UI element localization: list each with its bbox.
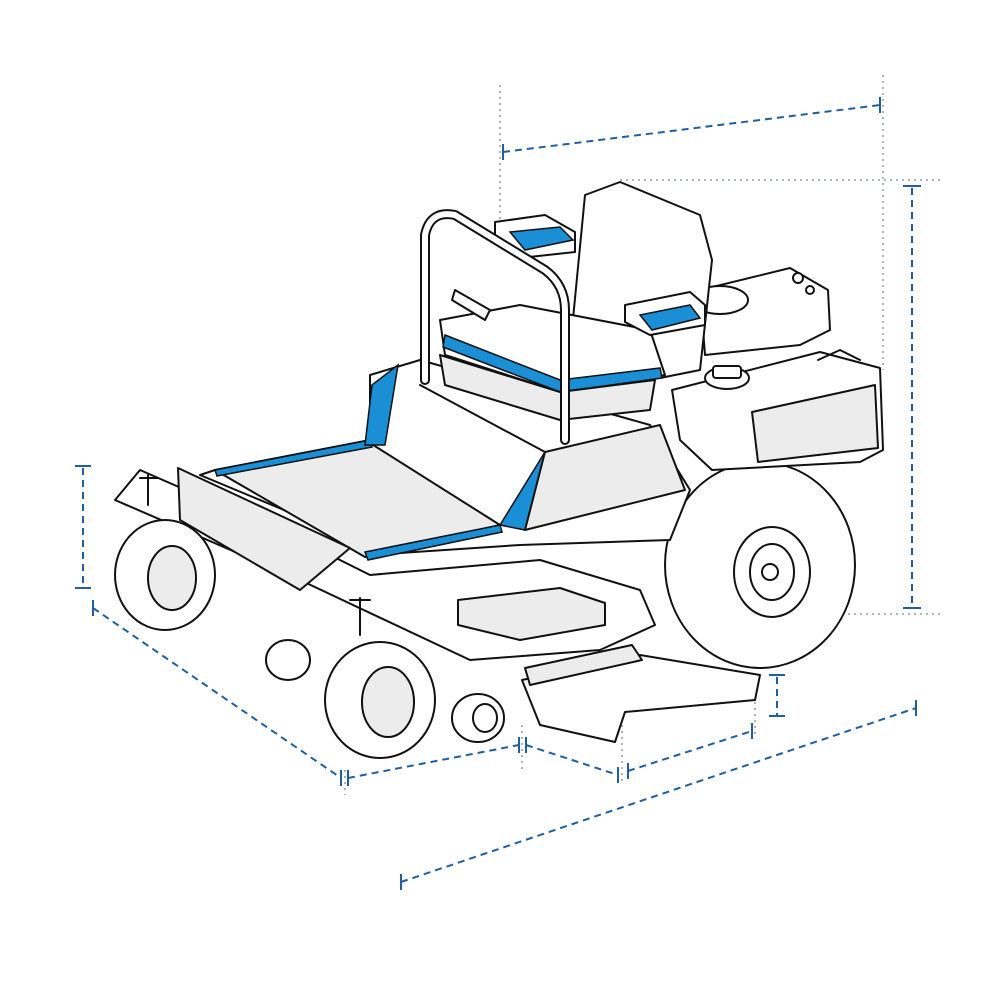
front-left-caster <box>114 474 216 631</box>
fuel-tank <box>671 349 884 471</box>
dimension-footrest-height <box>769 674 785 717</box>
dimension-footrest-width <box>627 723 753 779</box>
front-right-caster <box>324 597 436 759</box>
dimension-front-side-length <box>92 600 342 786</box>
dimension-front-deck-width <box>347 737 520 786</box>
dimension-footrest-depth <box>525 737 619 783</box>
guide-lines <box>344 75 940 795</box>
seat <box>439 181 713 421</box>
mower-deck <box>114 467 656 661</box>
rollover-bar <box>420 209 570 445</box>
mower <box>114 181 884 759</box>
dimension-front-caster-height <box>75 465 91 589</box>
dimension-overall-length <box>400 700 917 890</box>
dimension-overall-width-top <box>502 97 881 160</box>
engine-housing <box>691 267 831 356</box>
front-roller <box>265 639 505 743</box>
rear-wheel <box>664 461 856 669</box>
footrest <box>521 644 761 743</box>
dimension-lines <box>75 97 921 890</box>
dimension-overall-height <box>903 185 921 609</box>
